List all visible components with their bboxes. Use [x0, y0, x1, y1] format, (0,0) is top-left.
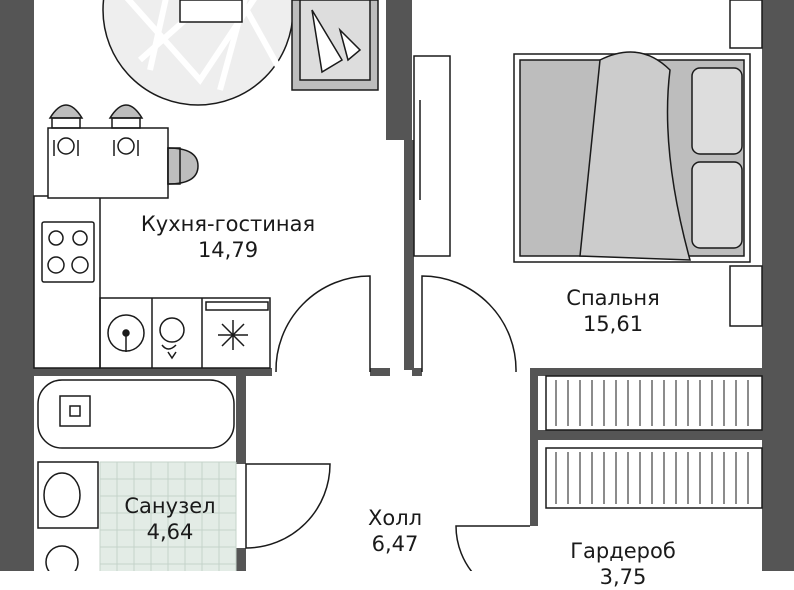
kitchen-counters — [33, 195, 271, 369]
tile-grid — [99, 461, 237, 571]
toilet — [45, 545, 79, 571]
sofa — [291, 0, 379, 91]
room-name: Санузел — [124, 494, 216, 518]
doors — [245, 275, 530, 571]
floor-plan — [0, 0, 794, 571]
bed — [513, 51, 751, 263]
washbasin — [37, 461, 99, 529]
room-name: Спальня — [566, 286, 660, 310]
dining-table — [47, 104, 199, 199]
room-label-hall: Холл 6,47 — [368, 506, 422, 557]
closet-top — [545, 375, 763, 431]
closet-hangers-bottom — [555, 452, 749, 504]
room-name: Гардероб — [570, 539, 676, 563]
tv-unit — [413, 55, 451, 257]
room-name: Холл — [367, 506, 423, 530]
round-rug — [102, 0, 294, 106]
room-area: 6,47 — [371, 531, 419, 556]
room-label-wardrobe: Гардероб 3,75 — [570, 539, 676, 590]
fridge — [205, 301, 269, 350]
room-area: 3,75 — [599, 564, 647, 589]
walls — [0, 0, 794, 571]
room-area: 4,64 — [146, 519, 194, 544]
nightstands — [729, 0, 763, 327]
room-area: 15,61 — [582, 311, 644, 336]
room-area: 14,79 — [197, 237, 259, 262]
closet-hangers-top — [555, 380, 749, 426]
room-label-kitchen: Кухня-гостиная 14,79 — [141, 212, 315, 263]
closet-bottom — [545, 447, 763, 509]
bathtub — [37, 379, 235, 449]
room-name: Кухня-гостиная — [140, 212, 316, 236]
washing-machine — [159, 317, 185, 360]
room-label-bathroom: Санузел 4,64 — [124, 494, 215, 545]
cooktop — [41, 221, 95, 283]
coffee-table — [179, 0, 243, 23]
kitchen-sink — [107, 314, 145, 352]
room-label-bedroom: Спальня 15,61 — [566, 286, 659, 337]
